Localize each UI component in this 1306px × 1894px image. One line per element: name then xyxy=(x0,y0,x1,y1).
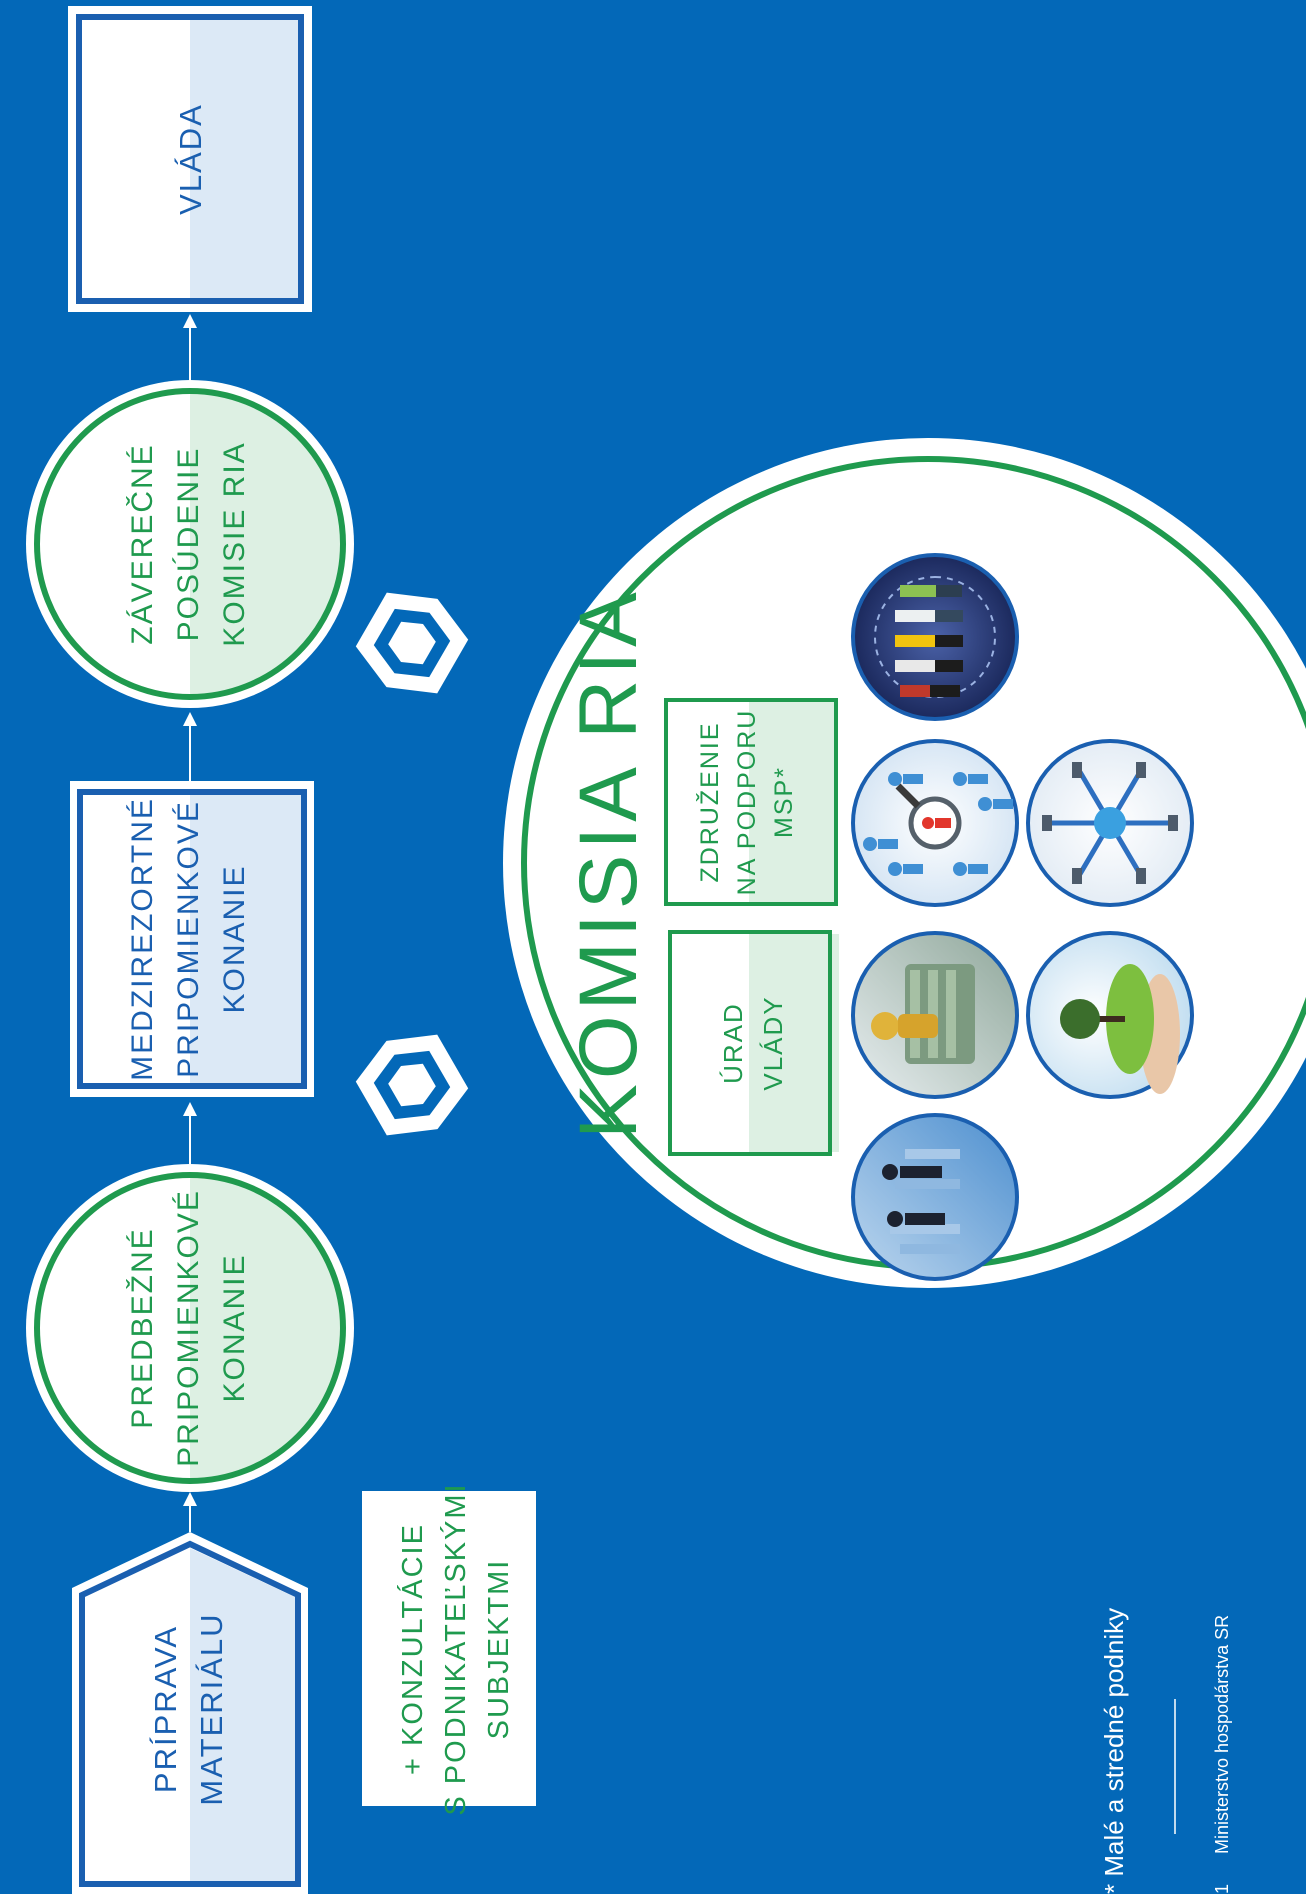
page-footer: 1 Ministerstvo hospodárstva SR xyxy=(1174,1615,1232,1894)
money-icon xyxy=(851,931,1019,1099)
business-people-icon xyxy=(851,1113,1019,1281)
step-medzirezortne-konanie: MEDZIREZORTNÉ PRIPOMIENKOVÉ KONANIE xyxy=(70,781,314,1097)
publisher-name: Ministerstvo hospodárstva SR xyxy=(1212,1615,1232,1854)
page-number: 1 xyxy=(1212,1884,1232,1894)
komisia-ria-title: KOMISIA RIA xyxy=(563,587,654,1139)
step-priprava-materialu: PRÍPRAVA MATERIÁLU xyxy=(72,1532,308,1894)
flow-arrow-1 xyxy=(183,1492,197,1532)
step-zaverecne-line3: KOMISIE RIA xyxy=(218,441,251,646)
magnifier-people-icon xyxy=(851,739,1019,907)
step-priprava-line1: PRÍPRAVA xyxy=(148,1625,183,1793)
urad-vlady-line2: VLÁDY xyxy=(758,995,788,1090)
zdruzenie-line1: ZDRUŽENIE xyxy=(695,721,724,882)
flow-arrow-4 xyxy=(183,314,197,380)
step-zaverecne-posudenie: ZÁVEREČNÉ POSÚDENIE KOMISIE RIA xyxy=(26,380,354,708)
tree-hand-icon xyxy=(1026,931,1194,1099)
konzultacie-line3: SUBJEKTMI xyxy=(483,1559,515,1740)
step-predbezne-line1: PREDBEŽNÉ xyxy=(126,1227,159,1428)
step-predbezne-line3: KONANIE xyxy=(218,1253,251,1402)
zdruzenie-line3: MSP* xyxy=(770,766,798,838)
step-predbezne-konanie: PREDBEŽNÉ PRIPOMIENKOVÉ KONANIE xyxy=(26,1164,354,1492)
connector-komisia-predbezne xyxy=(355,1034,469,1136)
step-vlada-label: VLÁDA xyxy=(173,103,208,215)
step-vlada: VLÁDA xyxy=(68,6,312,312)
step-medzirezortne-line3: KONANIE xyxy=(218,864,251,1013)
footnote-msp: * Malé a stredné podniky xyxy=(1099,1608,1129,1894)
konzultacie-line1: + KONZULTÁCIE xyxy=(396,1523,429,1775)
zdruzenie-msp-box: ZDRUŽENIE NA PODPORU MSP* xyxy=(664,698,838,906)
step-predbezne-line2: PRIPOMIENKOVÉ xyxy=(172,1189,205,1467)
step-priprava-line2: MATERIÁLU xyxy=(194,1612,229,1805)
flow-arrow-2 xyxy=(183,1102,197,1164)
flow-arrow-3 xyxy=(183,712,197,781)
urad-vlady-line1: ÚRAD xyxy=(718,1002,748,1084)
komisia-ria-circle: KOMISIA RIA ÚRAD VLÁDY ZDRUŽENIE NA PODP… xyxy=(503,438,1306,1288)
step-medzirezortne-line2: PRIPOMIENKOVÉ xyxy=(172,800,205,1078)
network-globe-icon xyxy=(1026,739,1194,907)
konzultacie-box: + KONZULTÁCIE S PODNIKATEĽSKÝMI SUBJEKTM… xyxy=(362,1482,536,1816)
step-zaverecne-line2: POSÚDENIE xyxy=(172,447,205,642)
urad-vlady-box: ÚRAD VLÁDY xyxy=(668,930,839,1156)
connector-komisia-zaverecne xyxy=(355,592,469,694)
konzultacie-line2: S PODNIKATEĽSKÝMI xyxy=(439,1482,472,1815)
diverse-people-icon xyxy=(851,553,1019,721)
zdruzenie-line2: NA PODPORU xyxy=(733,709,761,896)
step-zaverecne-line1: ZÁVEREČNÉ xyxy=(125,443,159,644)
step-medzirezortne-line1: MEDZIREZORTNÉ xyxy=(126,797,159,1081)
